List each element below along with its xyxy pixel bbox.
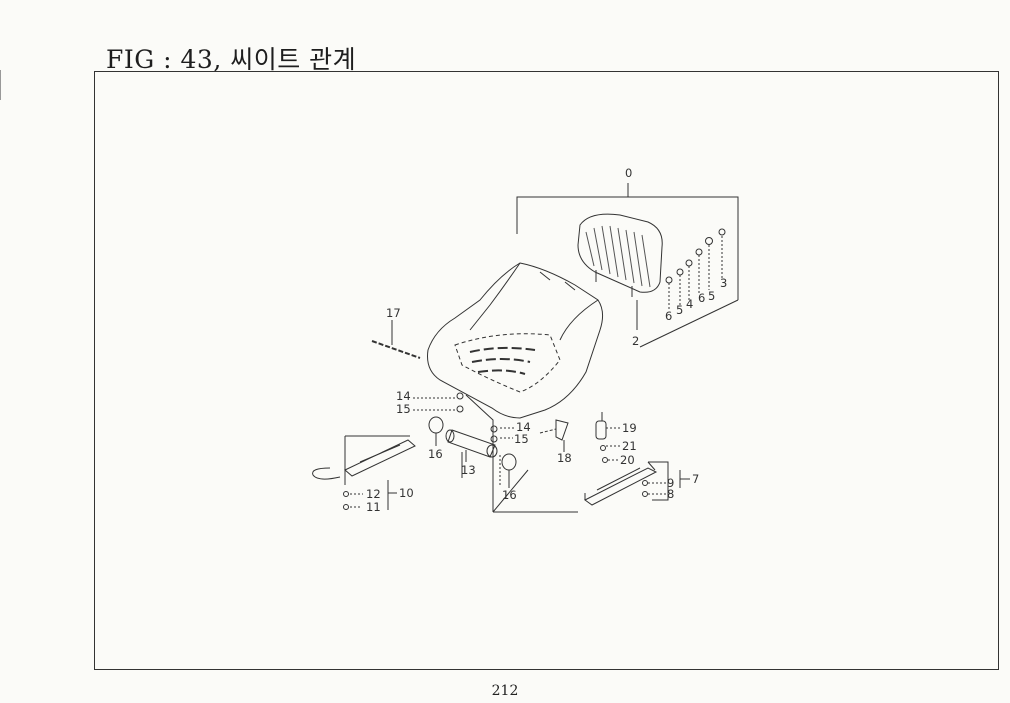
center-bracket [461, 394, 578, 513]
callout-11: 11 [366, 500, 381, 514]
part-19 [595, 420, 607, 440]
callout-16b: 16 [502, 488, 517, 502]
seat-cushion-illustration [427, 262, 604, 419]
rod-17 [371, 340, 421, 359]
callout-8: 8 [667, 487, 674, 501]
callout-13: 13 [461, 463, 476, 477]
callout-0: 0 [625, 166, 632, 180]
callout-5b: 5 [676, 303, 683, 317]
tube-13 [445, 429, 498, 462]
headrest-illustration [577, 213, 663, 297]
callout-15a: 15 [396, 402, 411, 416]
assembly-bracket [516, 196, 739, 300]
callout-7: 7 [692, 472, 699, 486]
part-16-right [501, 453, 517, 471]
page-title: FIG : 43, 씨이트 관계 [106, 45, 357, 74]
part-16-left [428, 416, 444, 434]
left-seat-rail [312, 435, 416, 485]
callout-14b: 14 [516, 420, 531, 434]
right-seat-rail [584, 461, 669, 506]
bracket-2 [639, 299, 739, 348]
part-18 [555, 419, 569, 441]
callout-6a: 6 [698, 291, 705, 305]
figure-frame [94, 71, 999, 670]
callout-5a: 5 [708, 289, 715, 303]
scan-edge-mark [0, 70, 1, 100]
callout-9: 9 [667, 476, 674, 490]
callout-3: 3 [720, 276, 727, 290]
callout-20: 20 [620, 453, 635, 467]
callout-21: 21 [622, 439, 637, 453]
page-number: 212 [491, 683, 519, 699]
callout-12: 12 [366, 487, 381, 501]
callout-19: 19 [622, 421, 637, 435]
callout-4: 4 [686, 297, 693, 311]
callout-17: 17 [386, 306, 401, 320]
callout-10: 10 [399, 486, 414, 500]
callout-16a: 16 [428, 447, 443, 461]
callout-6b: 6 [665, 309, 672, 323]
callout-15b: 15 [514, 432, 529, 446]
callout-18: 18 [557, 451, 572, 465]
callout-14a: 14 [396, 389, 411, 403]
headrest-hardware [665, 228, 726, 310]
callout-2: 2 [632, 334, 639, 348]
